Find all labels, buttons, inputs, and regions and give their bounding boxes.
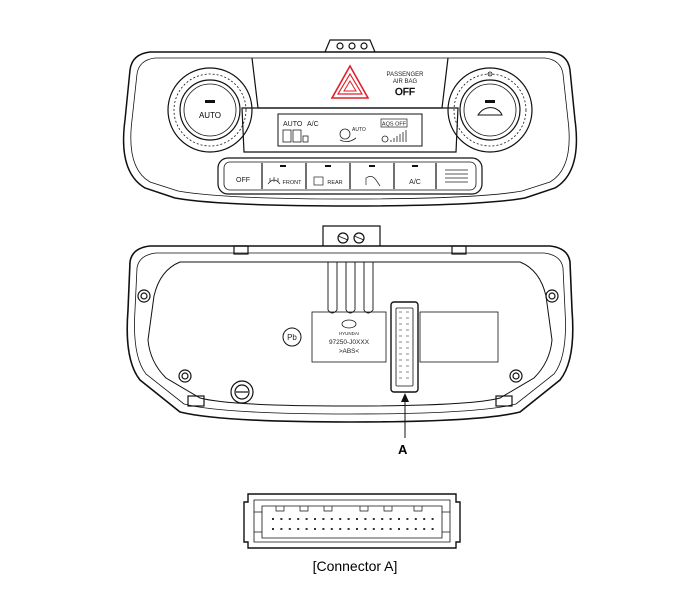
svg-text:REAR: REAR (327, 180, 342, 186)
fan-vent-button[interactable] (445, 169, 468, 183)
connector-pin (381, 528, 384, 530)
rear-defrost-icon (313, 176, 324, 186)
part-number: 97250-J0XXX (329, 339, 370, 346)
airbag-label-line1: PASSENGER (387, 72, 425, 78)
connector-pin (389, 528, 392, 530)
connector-pin (406, 528, 409, 530)
connector-pin (389, 518, 392, 520)
connector-pin (322, 528, 325, 530)
front-defrost-button[interactable]: FRONT (267, 165, 303, 186)
connector-a-detail (243, 493, 461, 549)
display-aqs: AQS OFF (382, 122, 407, 128)
off-button[interactable]: OFF (236, 177, 250, 184)
hyundai-logo-icon (341, 319, 357, 329)
connector-pin (423, 528, 426, 530)
connector-pin (364, 518, 367, 520)
connector-pin (431, 528, 434, 530)
connector-pin (272, 518, 274, 520)
connector-pin (305, 528, 308, 530)
front-defrost-icon (267, 177, 281, 185)
airflow-mode-icon (339, 128, 357, 142)
left-knob-label: AUTO (199, 111, 221, 120)
part-label: HYUNDAI 97250-J0XXX >ABS< (329, 319, 370, 355)
airbag-status: OFF (395, 87, 415, 98)
connector-pin (356, 518, 358, 520)
connector-pin (398, 518, 400, 520)
button-strip (217, 157, 483, 195)
connector-pin (339, 518, 342, 520)
connector-pin (272, 528, 274, 530)
connector-pin (372, 518, 375, 520)
right-fan-knob[interactable] (447, 67, 533, 153)
connector-pin (423, 518, 426, 520)
callout-a-leader (401, 393, 409, 438)
svg-text:A/C: A/C (409, 179, 421, 186)
display-auto: AUTO (283, 121, 303, 128)
pb-mark: Pb (282, 327, 302, 347)
connector-caption: [Connector A] (312, 558, 398, 574)
temp-digits-icon (282, 129, 309, 143)
ac-button[interactable]: A/C (409, 165, 421, 186)
hazard-triangle-icon (330, 64, 370, 99)
connector-pin (305, 518, 308, 520)
connector-pin (288, 518, 291, 520)
connector-pin (330, 518, 333, 520)
recirculation-icon (365, 176, 381, 187)
rear-housing (126, 225, 574, 423)
connector-pin (288, 528, 291, 530)
logo-text: HYUNDAI (339, 331, 359, 336)
recirculation-button[interactable] (365, 165, 381, 187)
airbag-label-line2: AIR BAG (393, 79, 418, 85)
svg-text:Pb: Pb (287, 333, 297, 342)
connector-pin (372, 528, 375, 530)
connector-pin (297, 518, 300, 520)
material-code: >ABS< (339, 348, 360, 355)
connector-pin (322, 518, 325, 520)
hazard-button[interactable] (330, 64, 370, 99)
connector-pin (297, 528, 300, 530)
svg-text:OFF: OFF (236, 177, 250, 184)
connector-pin (414, 518, 417, 520)
connector-pin (280, 528, 283, 530)
connector-pin (314, 528, 316, 530)
lcd-content: AUTO A/C AUTO AQS OFF (282, 118, 408, 143)
connector-pin (406, 518, 409, 520)
connector-pin (339, 528, 342, 530)
connector-pin (381, 518, 384, 520)
airbag-indicator: PASSENGER AIR BAG OFF (387, 72, 425, 98)
connector-pin (414, 528, 417, 530)
left-temperature-knob[interactable] (167, 67, 253, 153)
connector-pin (364, 528, 367, 530)
connector-pin (356, 528, 358, 530)
display-mode: AUTO (352, 127, 366, 133)
lcd-display (277, 113, 423, 147)
connector-pin (330, 528, 333, 530)
svg-text:FRONT: FRONT (283, 180, 303, 186)
callout-label-a: A (398, 442, 408, 457)
rear-defrost-button[interactable]: REAR (313, 165, 343, 186)
connector-pin (314, 518, 316, 520)
connector-a-pins (272, 518, 434, 530)
connector-pin (280, 518, 283, 520)
connector-pin (347, 518, 350, 520)
fan-speed-icon (381, 130, 407, 143)
connector-pin (431, 518, 434, 520)
connector-pin (398, 528, 400, 530)
display-ac: A/C (307, 121, 319, 128)
front-control-panel (122, 39, 578, 207)
rear-connector-pins (399, 311, 409, 379)
connector-pin (347, 528, 350, 530)
rear-connector[interactable] (390, 301, 419, 393)
